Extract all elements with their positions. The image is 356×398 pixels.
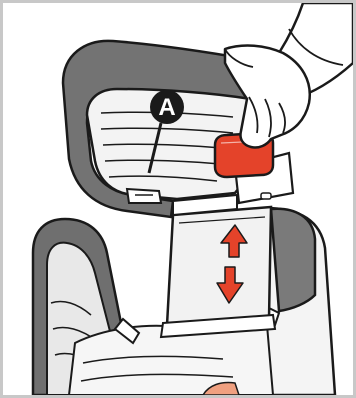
booster-seat-illustration: A <box>3 3 353 395</box>
hand <box>225 3 353 148</box>
callout-label: A <box>158 94 175 121</box>
height-adjust-rail <box>161 207 275 337</box>
